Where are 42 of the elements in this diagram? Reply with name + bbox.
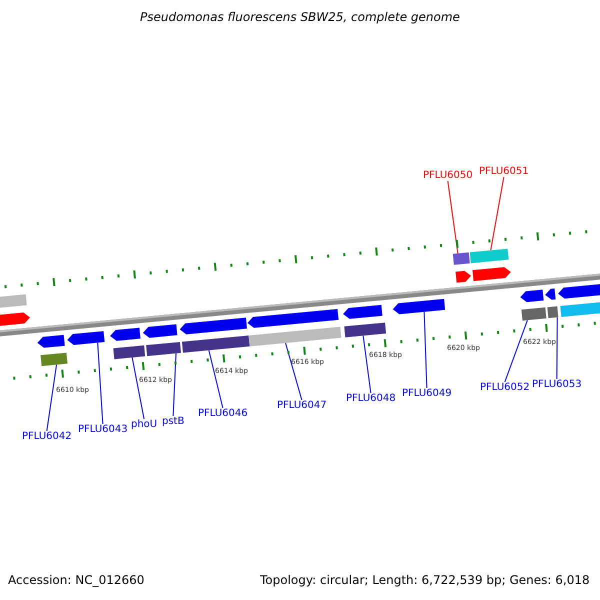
gene-feature-bar bbox=[344, 322, 386, 338]
gene-label: PFLU6042 bbox=[22, 431, 72, 442]
leader-line bbox=[362, 335, 372, 394]
gene-label: PFLU6052 bbox=[480, 382, 530, 393]
gene-feature-pentagon bbox=[142, 324, 178, 338]
gene-feature-bar bbox=[248, 326, 342, 346]
gene-label: PFLU6050 bbox=[423, 170, 473, 181]
gene-label: PFLU6046 bbox=[198, 408, 248, 419]
gene-feature-pentagon bbox=[558, 282, 600, 299]
gene-feature-bar bbox=[452, 252, 470, 265]
gene-feature-pentagon bbox=[456, 270, 471, 283]
leader-line bbox=[447, 180, 458, 254]
leader-line bbox=[424, 311, 428, 388]
gene-feature-bar bbox=[470, 248, 509, 264]
gene-feature-pentagon bbox=[343, 304, 382, 319]
gene-feature-bar bbox=[0, 294, 27, 310]
gene-feature-pentagon bbox=[0, 312, 30, 328]
gene-label: PFLU6049 bbox=[402, 388, 452, 399]
gene-feature-bar bbox=[113, 345, 146, 360]
gene-feature-pentagon bbox=[180, 318, 247, 334]
leader-line bbox=[285, 342, 302, 400]
footer-text: Accession: NC_012660 bbox=[8, 573, 144, 587]
gene-label: PFLU6047 bbox=[277, 400, 327, 411]
gene-label: PFLU6053 bbox=[532, 379, 582, 390]
gene-label: PFLU6043 bbox=[78, 424, 128, 435]
leader-line bbox=[490, 176, 504, 251]
gene-feature-bar bbox=[560, 300, 600, 317]
footer-text: Topology: circular; Length: 6,722,539 bp; Genes: 6,018 bbox=[260, 573, 590, 587]
gene-feature-pentagon bbox=[110, 328, 140, 341]
leader-line bbox=[504, 320, 528, 382]
leader-line bbox=[46, 364, 58, 432]
gene-label: PFLU6051 bbox=[479, 166, 529, 177]
leader-line bbox=[172, 352, 176, 416]
gene-label: phoU bbox=[131, 419, 158, 430]
title: Pseudomonas fluorescens SBW25, complete genome bbox=[139, 10, 461, 24]
leader-line bbox=[97, 342, 104, 424]
gene-label: PFLU6048 bbox=[346, 393, 396, 404]
gene-feature-pentagon bbox=[67, 331, 105, 345]
gene-label: pstB bbox=[162, 416, 184, 427]
gene-feature-pentagon bbox=[392, 298, 446, 314]
gene-feature-bar bbox=[40, 352, 68, 366]
gene-feature-pentagon bbox=[247, 308, 339, 328]
